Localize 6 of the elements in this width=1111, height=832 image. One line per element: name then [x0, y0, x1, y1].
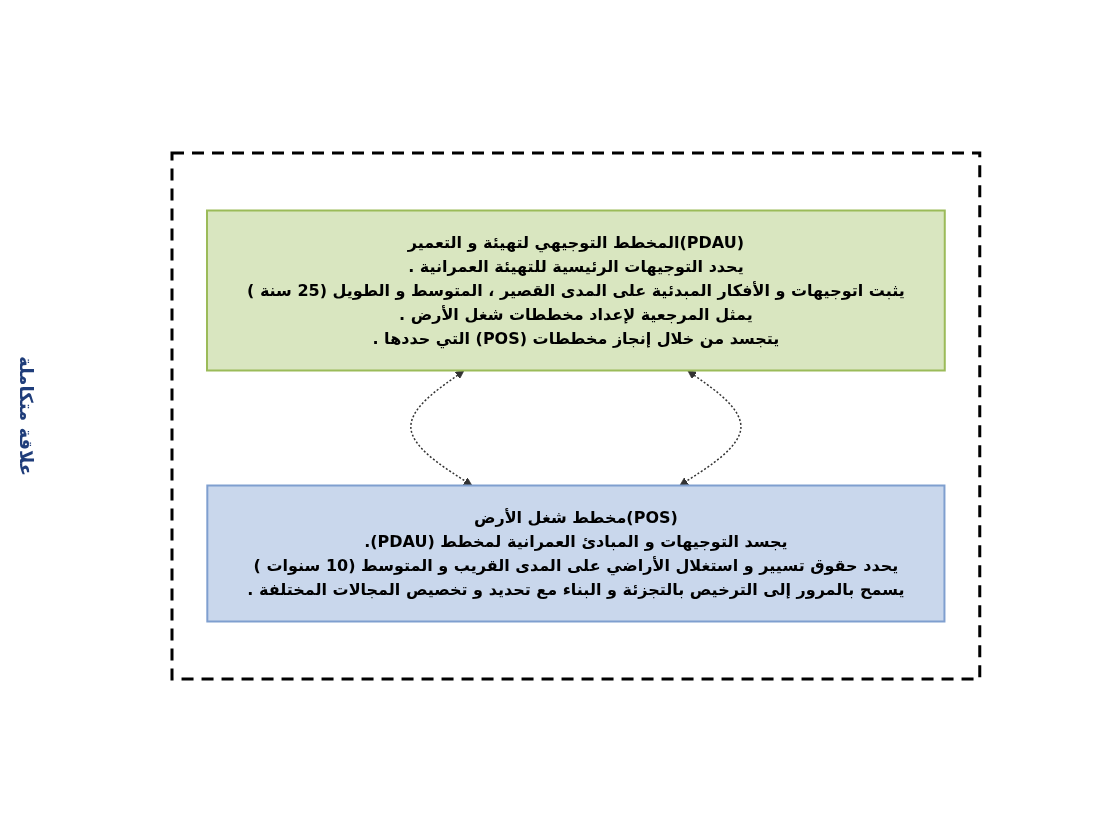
- arrow: [409, 370, 472, 486]
- node-box: (POS)مخطط شغل الأرض يجسد التوجيهات و المبادئ العمرانية لمخطط (PDAU). يحدد حقوق تسيير و استغلال الأراضي على المدى القريب و المتوسط (10 سنوات ) يسمح بالمرور إلى الترخيص بالتجزئة و البناء مع تحديد و تخصيص المجالات المختلفة .: [205, 484, 946, 623]
- cluster: [170, 151, 981, 681]
- arrow: [679, 370, 742, 486]
- relation-note: علاقة متكاملة: [15, 355, 37, 477]
- node-box: (PDAU)المخطط التوجيهي لتهيئة و التعمير يحدد التوجيهات الرئيسية للتهيئة العمرانية . يثبت اتوجيهات و الأفكار المبدئية على المدى القصير ، المتوسط و الطويل (25 سنة ) يمثل المرجعية لإعداد مخططات شغل الأرض . يتجسد من خلال إنجاز مخططات (POS) التي حددها .: [205, 209, 946, 372]
